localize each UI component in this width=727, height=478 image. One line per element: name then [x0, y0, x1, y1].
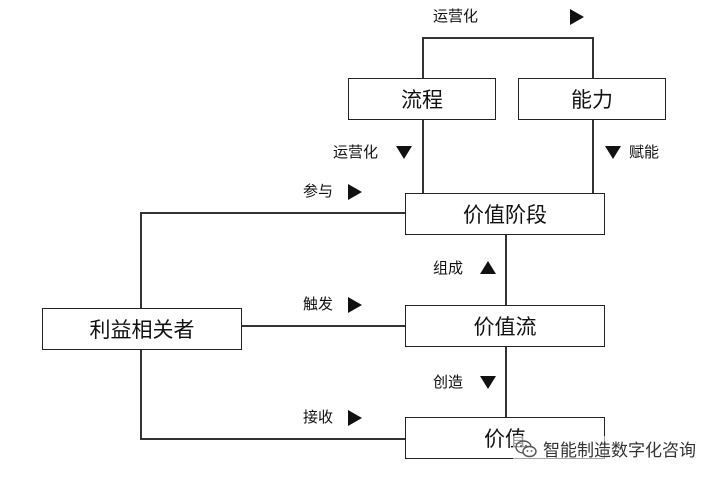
arrow-right-icon: [348, 410, 362, 426]
arrow-right-icon: [348, 184, 362, 200]
node-capability: 能力: [518, 78, 666, 120]
connector-participate: [140, 212, 406, 214]
node-value-stage: 价值阶段: [405, 193, 605, 235]
arrow-down-icon: [396, 146, 412, 159]
label-empower: 赋能: [629, 143, 660, 161]
label-receive: 接收: [303, 408, 334, 426]
label-trigger: 触发: [303, 295, 334, 313]
arrow-up-icon: [480, 261, 496, 274]
arrow-down-icon: [605, 146, 621, 159]
arrow-down-icon: [480, 376, 496, 389]
connector-stage-to-stream: [505, 234, 507, 305]
connector-receive: [140, 438, 406, 440]
label-participate: 参与: [303, 182, 334, 200]
connector-stream-to-value: [505, 346, 507, 417]
label-create: 创造: [433, 373, 464, 391]
connector-top-left-vertical: [422, 37, 424, 78]
connector-trigger: [242, 325, 406, 327]
node-stakeholders: 利益相关者: [42, 308, 242, 350]
label-operationalize: 运营化: [333, 143, 379, 161]
arrow-right-icon: [348, 297, 362, 313]
label-compose: 组成: [433, 259, 464, 277]
watermark: 智能制造数字化咨询: [513, 436, 698, 461]
arrow-right-icon: [570, 9, 584, 25]
wechat-icon: [515, 439, 537, 457]
connector-capability-to-stage: [592, 119, 594, 193]
connector-top-right-vertical: [592, 37, 594, 78]
connector-process-to-stage: [422, 119, 424, 193]
node-process: 流程: [348, 78, 496, 120]
connector-top-horizontal: [422, 37, 594, 39]
label-operationalize-top: 运营化: [433, 7, 479, 25]
node-value-stream: 价值流: [405, 305, 605, 347]
watermark-text: 智能制造数字化咨询: [543, 441, 696, 461]
